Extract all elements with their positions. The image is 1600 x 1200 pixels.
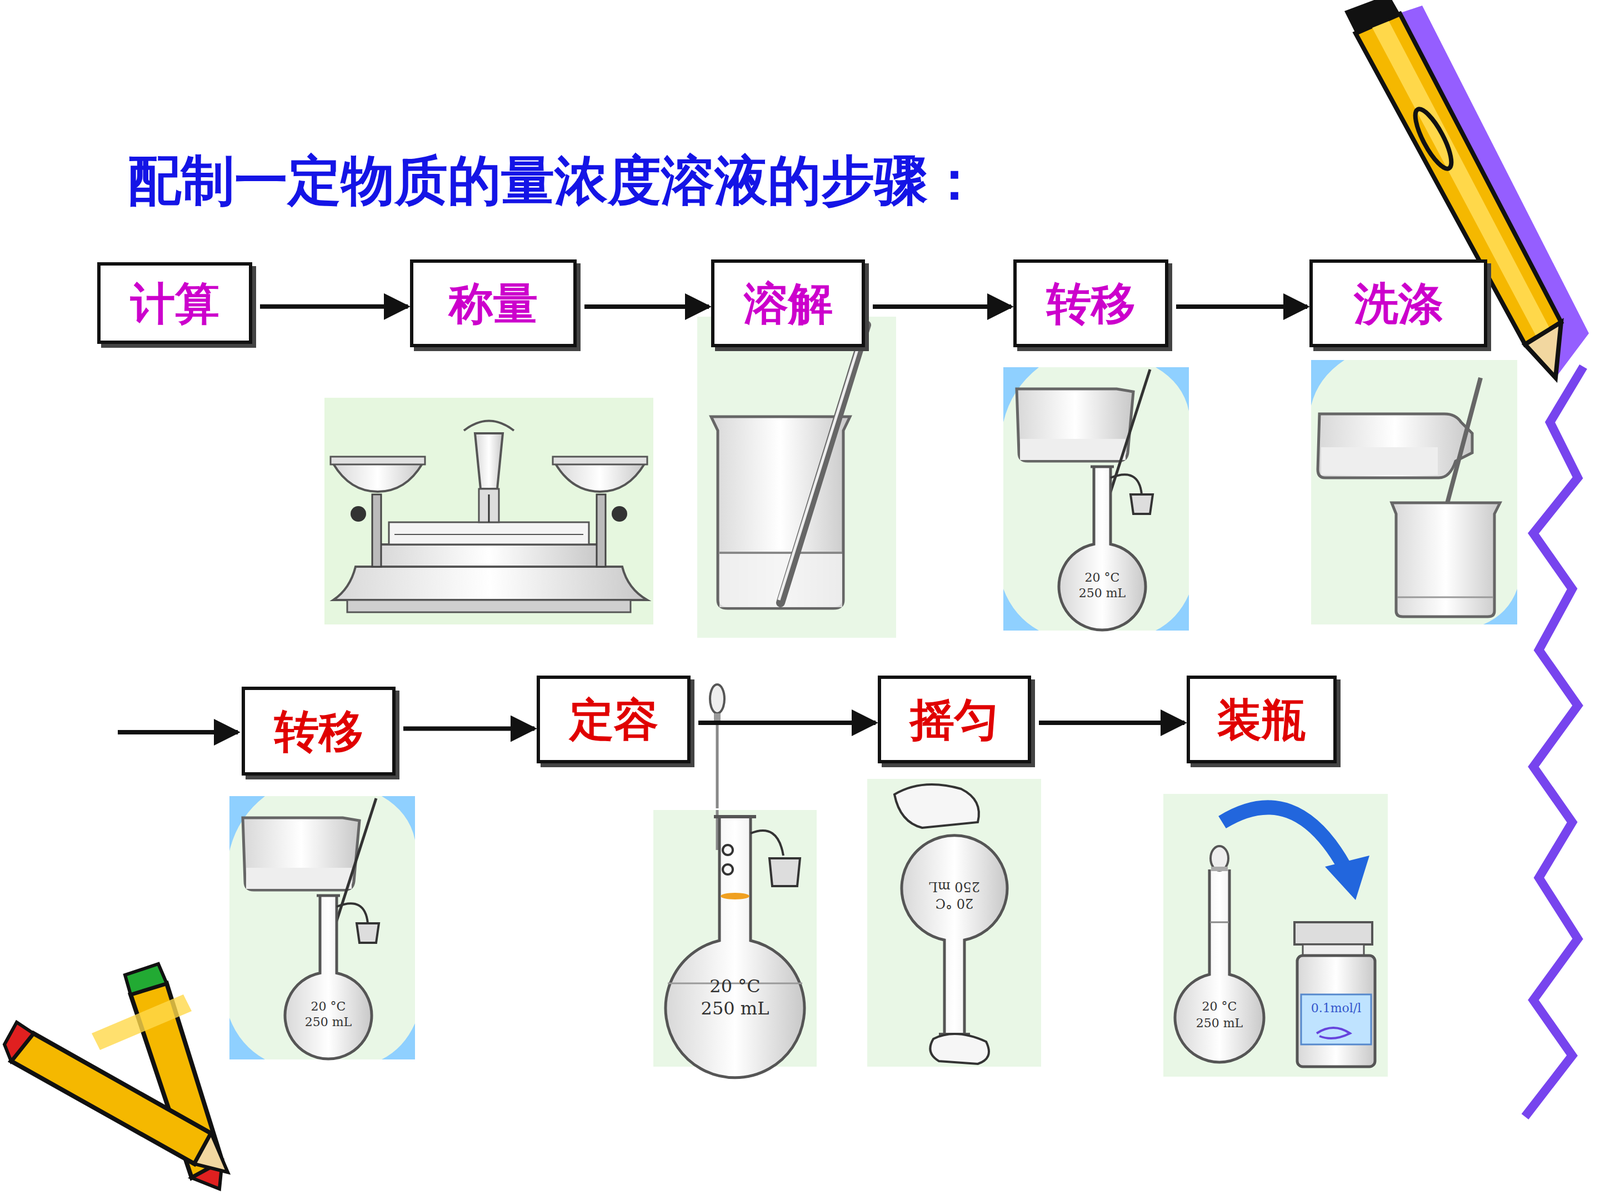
step-box: 装瓶	[1186, 675, 1337, 764]
flow-arrow	[1038, 720, 1185, 725]
flow-arrow	[260, 304, 408, 309]
flask-marking: 20 °C	[311, 1000, 347, 1014]
flow-arrow	[1176, 304, 1308, 309]
step-box: 摇匀	[877, 675, 1032, 764]
step-name: 摇匀	[910, 695, 999, 744]
balance-illustration	[324, 397, 654, 625]
transfer-illustration	[1003, 367, 1189, 631]
flask-marking: 250 mL	[305, 1015, 352, 1029]
flow-arrow	[584, 304, 709, 309]
flow-arrow	[698, 720, 876, 725]
step-name: 转移	[274, 706, 364, 756]
step-box: 洗涤	[1309, 259, 1488, 348]
flask-marking: 20 °C	[935, 896, 974, 911]
step-name: 称量	[448, 278, 538, 328]
shake-illustration	[867, 778, 1042, 1067]
step-box: 定容	[536, 675, 691, 764]
flask-marking: 250 mL	[1196, 1016, 1243, 1030]
pencil-decoration	[4, 963, 228, 1189]
flask-marking: 250 mL	[1078, 586, 1126, 600]
step-box: 转移	[241, 686, 396, 776]
step-name: 计算	[130, 278, 220, 328]
flow-arrow	[117, 730, 238, 735]
step-box: 称量	[410, 259, 577, 348]
slide-title: 配制一定物质的量浓度溶液的步骤：	[127, 145, 982, 218]
step-name: 定容	[569, 695, 659, 744]
step-box: 转移	[1013, 259, 1169, 348]
step-box: 计算	[97, 262, 253, 344]
bottle-label: 0.1mol/l	[1311, 1001, 1362, 1015]
flask-marking: 20 °C	[709, 976, 760, 997]
step-name: 洗涤	[1353, 278, 1443, 328]
step-name: 转移	[1046, 278, 1136, 328]
wash-illustration	[1311, 360, 1518, 625]
step-name: 溶解	[743, 278, 833, 328]
step-name: 装瓶	[1217, 695, 1307, 744]
flow-arrow	[872, 304, 1012, 309]
bottling-illustration	[1163, 793, 1388, 1077]
zigzag-decoration	[1525, 366, 1584, 1117]
beaker-illustration	[697, 316, 897, 638]
flow-arrow	[403, 726, 535, 732]
flask-marking: 250 mL	[701, 998, 770, 1019]
flask-marking: 20 °C	[1202, 1000, 1238, 1014]
flask-marking: 20 °C	[1085, 571, 1120, 585]
flask-marking: 250 mL	[928, 879, 980, 894]
step-box: 溶解	[711, 259, 865, 348]
